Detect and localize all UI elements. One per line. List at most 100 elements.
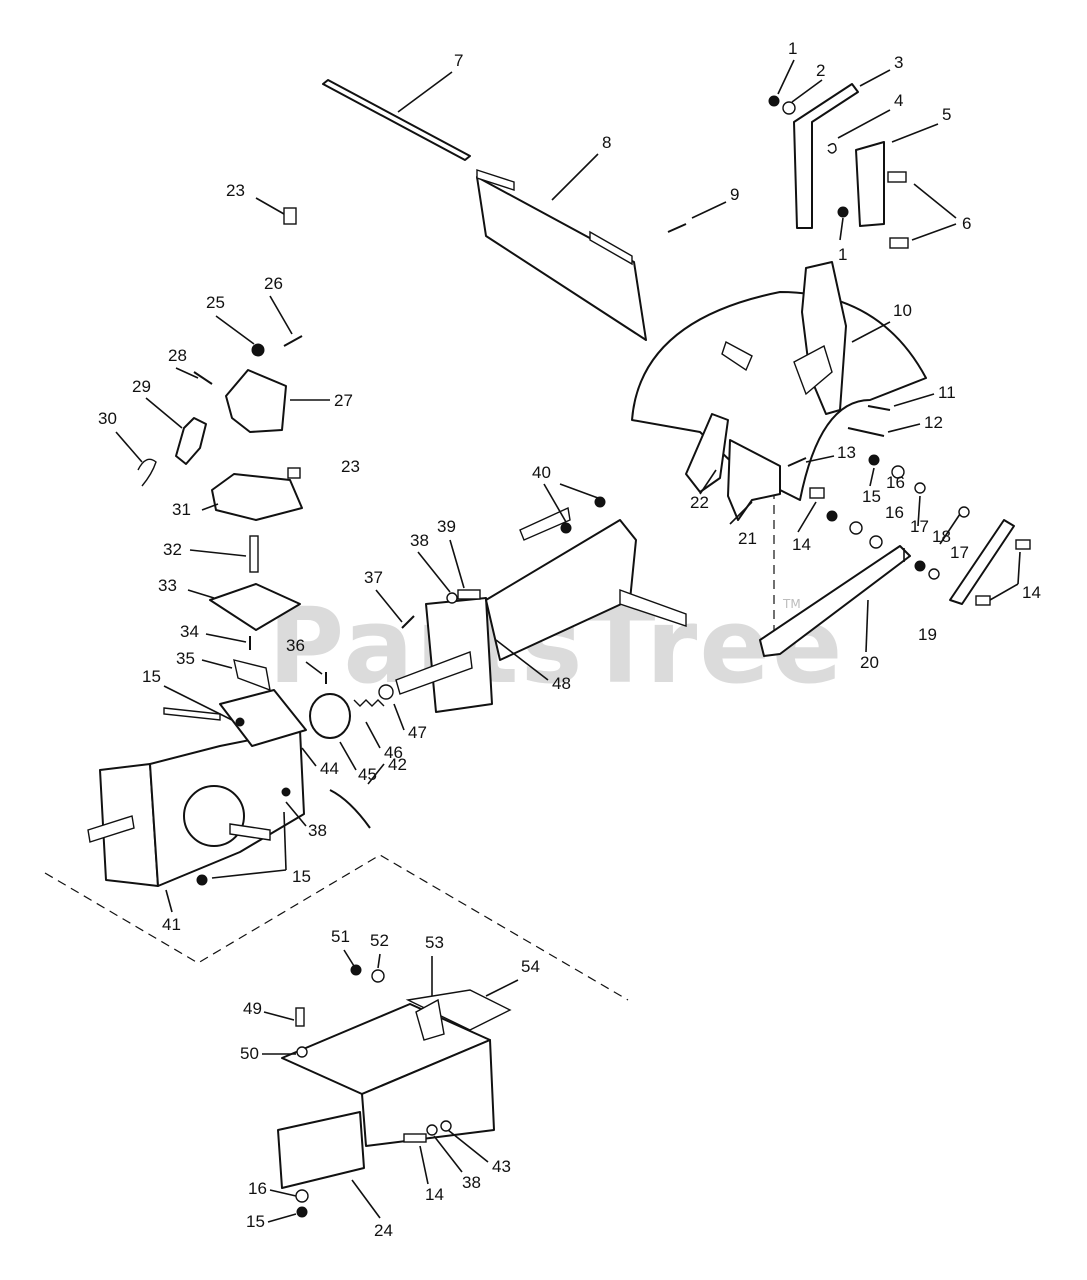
callout-34: 34 xyxy=(180,622,199,641)
leader-line-21 xyxy=(215,315,255,345)
part-51-nut xyxy=(350,964,362,976)
part-14-bolt-frame xyxy=(403,1133,427,1143)
leader-line-5 xyxy=(891,123,939,143)
leader-line-52 xyxy=(485,979,519,997)
callout-leader-lines xyxy=(115,59,1021,1223)
callout-46: 46 xyxy=(384,743,403,762)
callout-15: 15 xyxy=(862,487,881,506)
callout-36: 36 xyxy=(286,636,305,655)
leader-line-30 xyxy=(205,633,247,643)
leader-line-50 xyxy=(377,953,381,969)
callout-30: 30 xyxy=(98,409,117,428)
callout-42: 42 xyxy=(388,755,407,774)
leader-line-39 xyxy=(393,703,405,731)
leader-line-9 xyxy=(397,71,453,113)
callout-17-b: 17 xyxy=(950,543,969,562)
part-16-washer-frame xyxy=(295,1189,309,1203)
part-24-frame-end xyxy=(277,1111,365,1189)
callout-38: 38 xyxy=(410,531,429,550)
parts-45-47-coupling xyxy=(309,684,394,739)
part-48-shaft-stub xyxy=(519,506,571,541)
part-50-washer xyxy=(296,1046,308,1058)
callout-1: 1 xyxy=(788,39,797,58)
part-41-axle-left xyxy=(87,815,135,843)
callout-33: 33 xyxy=(158,576,177,595)
part-38-washer-frame xyxy=(426,1124,438,1136)
parts-14-19-hardware xyxy=(809,454,1031,606)
parts-32-36-cover-stack xyxy=(209,535,327,692)
part-10-tine-hood xyxy=(631,261,927,501)
part-43-washer xyxy=(440,1120,452,1132)
leader-line-13 xyxy=(893,393,935,407)
parts-11-13-bolts xyxy=(787,405,891,467)
assembly-guide-lines xyxy=(44,490,775,1001)
part-7-shaft xyxy=(322,79,471,161)
callout-18: 18 xyxy=(932,527,951,546)
leader-line-24 xyxy=(175,367,199,379)
part-22-bracket xyxy=(685,413,729,493)
part-35-clip xyxy=(233,659,271,692)
part-26-pin xyxy=(283,335,303,347)
callout-3: 3 xyxy=(894,53,903,72)
callout-6: 6 xyxy=(962,214,971,233)
part-40-nut-b xyxy=(594,496,606,508)
callout-16: 16 xyxy=(886,473,905,492)
part-29-latch xyxy=(175,417,207,465)
leader-line-16 xyxy=(797,501,817,533)
part-1-nut-lower xyxy=(837,206,849,218)
part-44-cover xyxy=(219,689,307,747)
part-18-nut xyxy=(914,560,926,572)
callout-14-b: 14 xyxy=(1022,583,1041,602)
callout-52: 52 xyxy=(370,931,389,950)
leader-line-63 xyxy=(1017,551,1021,585)
leader-line-14 xyxy=(887,423,921,433)
callout-45: 45 xyxy=(358,765,377,784)
leader-line-62 xyxy=(939,513,961,545)
callout-16-frame: 16 xyxy=(248,1179,267,1198)
callout-49: 49 xyxy=(243,999,262,1018)
part-8-shield-plate xyxy=(476,169,647,341)
callout-2: 2 xyxy=(816,61,825,80)
part-30-clip xyxy=(137,458,157,487)
part-18-spacer xyxy=(958,506,970,518)
part-16-washer-b xyxy=(849,521,863,535)
parts-25-31-upper-bracket xyxy=(137,335,303,521)
callout-44: 44 xyxy=(320,759,339,778)
leader-line-3 xyxy=(859,69,891,87)
callout-41: 41 xyxy=(162,915,181,934)
part-6-bolt-b xyxy=(889,237,909,249)
part-19-link xyxy=(949,519,1015,605)
part-48-flange xyxy=(425,597,493,713)
callout-9: 9 xyxy=(730,185,739,204)
callout-14: 14 xyxy=(792,535,811,554)
leader-line-4 xyxy=(837,109,891,139)
part-2-washer xyxy=(782,101,796,115)
callout-24: 24 xyxy=(374,1221,393,1240)
callout-31: 31 xyxy=(172,500,191,519)
leader-line-11 xyxy=(691,201,727,219)
part-14-bolt-b xyxy=(1015,539,1031,550)
leader-line-29 xyxy=(187,589,215,599)
part-48-output-shaft xyxy=(619,589,687,627)
part-53-bracket xyxy=(415,998,445,1041)
part-15-nut-gearbox xyxy=(196,874,208,886)
callout-19: 19 xyxy=(918,625,937,644)
leader-line-46 xyxy=(211,869,287,879)
callout-29: 29 xyxy=(132,377,151,396)
leader-line-65 xyxy=(865,599,869,653)
leader-line-48 xyxy=(165,889,173,913)
callout-32: 32 xyxy=(163,540,182,559)
leader-line-66 xyxy=(917,495,921,527)
part-54-plate xyxy=(405,989,512,1031)
part-32-bolt xyxy=(249,535,259,573)
part-52-washer xyxy=(371,969,385,983)
parts-37-48-tine-housing xyxy=(395,496,687,713)
part-9-pin xyxy=(667,223,687,233)
part-47-washer xyxy=(378,684,394,700)
leader-line-42 xyxy=(301,747,317,767)
leader-line-35 xyxy=(449,539,465,589)
callout-28: 28 xyxy=(168,346,187,365)
callout-1-lower: 1 xyxy=(838,245,847,264)
callout-5: 5 xyxy=(942,105,951,124)
callout-15-lower: 15 xyxy=(292,867,311,886)
